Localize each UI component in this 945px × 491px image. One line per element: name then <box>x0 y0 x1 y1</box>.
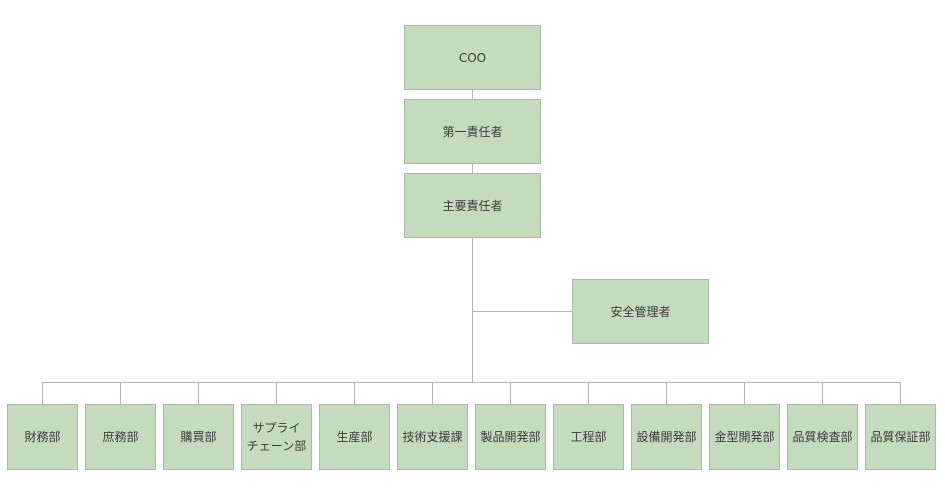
connector-dept-drop <box>666 382 667 404</box>
node-safety-manager: 安全管理者 <box>572 279 709 344</box>
connector-dept-drop <box>276 382 277 404</box>
dept-general-affairs: 庶務部 <box>85 404 156 470</box>
dept-supply-chain: サプライ チェーン部 <box>241 404 312 470</box>
connector-dept-drop <box>900 382 901 404</box>
connector-dept-drop <box>354 382 355 404</box>
dept-tech-support: 技術支援課 <box>397 404 468 470</box>
dept-product-development: 製品開発部 <box>475 404 546 470</box>
dept-mold-development: 金型開発部 <box>709 404 780 470</box>
dept-purchasing: 購買部 <box>163 404 234 470</box>
dept-process: 工程部 <box>553 404 624 470</box>
connector-first-main <box>472 163 473 173</box>
connector-dept-drop <box>432 382 433 404</box>
connector-dept-drop <box>120 382 121 404</box>
dept-quality-assurance: 品質保証部 <box>865 404 936 470</box>
dept-finance: 財務部 <box>7 404 78 470</box>
connector-dept-drop <box>744 382 745 404</box>
node-main-responsible: 主要責任者 <box>404 173 541 238</box>
connector-main-trunk <box>472 237 473 382</box>
dept-quality-inspection: 品質検査部 <box>787 404 858 470</box>
connector-dept-drop <box>198 382 199 404</box>
connector-coo-first <box>472 89 473 99</box>
node-first-responsible: 第一責任者 <box>404 99 541 164</box>
connector-dept-drop <box>588 382 589 404</box>
connector-departments-bus <box>42 382 901 383</box>
dept-equipment-development: 設備開発部 <box>631 404 702 470</box>
connector-dept-drop <box>42 382 43 404</box>
connector-dept-drop <box>822 382 823 404</box>
node-coo: COO <box>404 25 541 90</box>
connector-dept-drop <box>510 382 511 404</box>
connector-safety-branch <box>472 311 572 312</box>
dept-production: 生産部 <box>319 404 390 470</box>
